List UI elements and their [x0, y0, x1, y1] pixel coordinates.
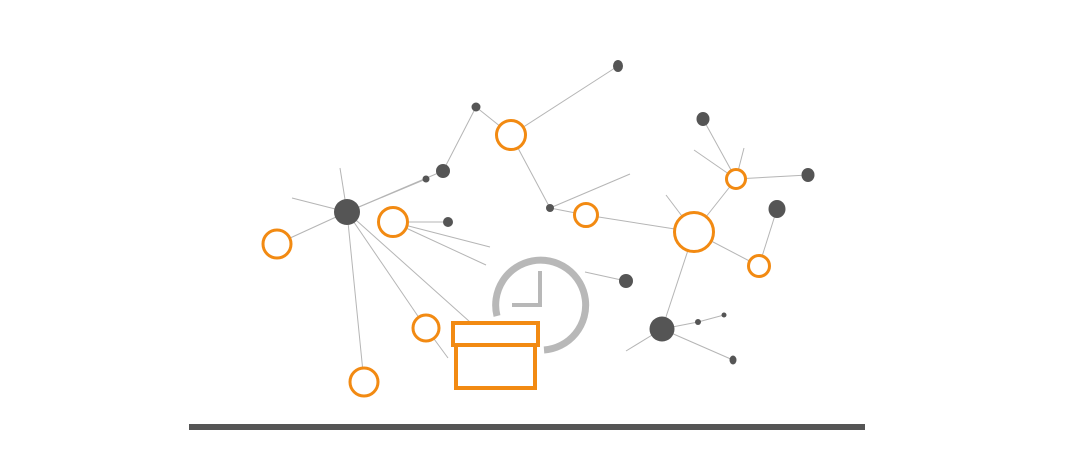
node-dark — [619, 274, 633, 288]
edge — [510, 65, 619, 136]
node-ring — [377, 206, 409, 238]
node-dark — [422, 175, 430, 183]
node-dark — [768, 200, 786, 218]
edge — [442, 106, 477, 172]
edge — [661, 328, 734, 361]
edge — [702, 118, 737, 180]
clock-ring — [492, 256, 590, 354]
edge — [735, 174, 809, 180]
node-ring — [348, 366, 380, 398]
clock-hands — [512, 271, 542, 307]
edge — [346, 211, 365, 383]
node-ring — [261, 228, 293, 260]
clock-icon — [492, 256, 590, 354]
node-ring — [747, 254, 771, 278]
node-hub — [649, 316, 675, 342]
node-ring — [495, 119, 527, 151]
archive-box-body — [454, 342, 537, 390]
node-dark — [471, 102, 481, 112]
edge — [697, 314, 725, 323]
edge — [346, 211, 471, 323]
edge — [346, 211, 427, 329]
network-nodes — [261, 60, 815, 398]
node-dark — [801, 168, 815, 182]
node-dark — [613, 60, 623, 72]
node-dark — [721, 312, 727, 318]
edge — [549, 173, 631, 209]
network-edges — [276, 65, 809, 383]
node-dark — [443, 217, 453, 227]
node-ring — [725, 168, 747, 190]
node-dark — [546, 204, 554, 212]
node-dark — [436, 164, 450, 178]
node-ring — [573, 202, 599, 228]
node-hub — [334, 199, 360, 225]
node-ring — [673, 211, 715, 253]
edge — [392, 221, 491, 248]
edge — [392, 221, 487, 266]
node-dark — [696, 112, 710, 126]
archive-box-icon — [451, 321, 540, 390]
node-ring — [411, 313, 441, 343]
archive-box-lid — [451, 321, 540, 347]
node-dark — [695, 319, 701, 325]
node-dark — [729, 355, 737, 365]
